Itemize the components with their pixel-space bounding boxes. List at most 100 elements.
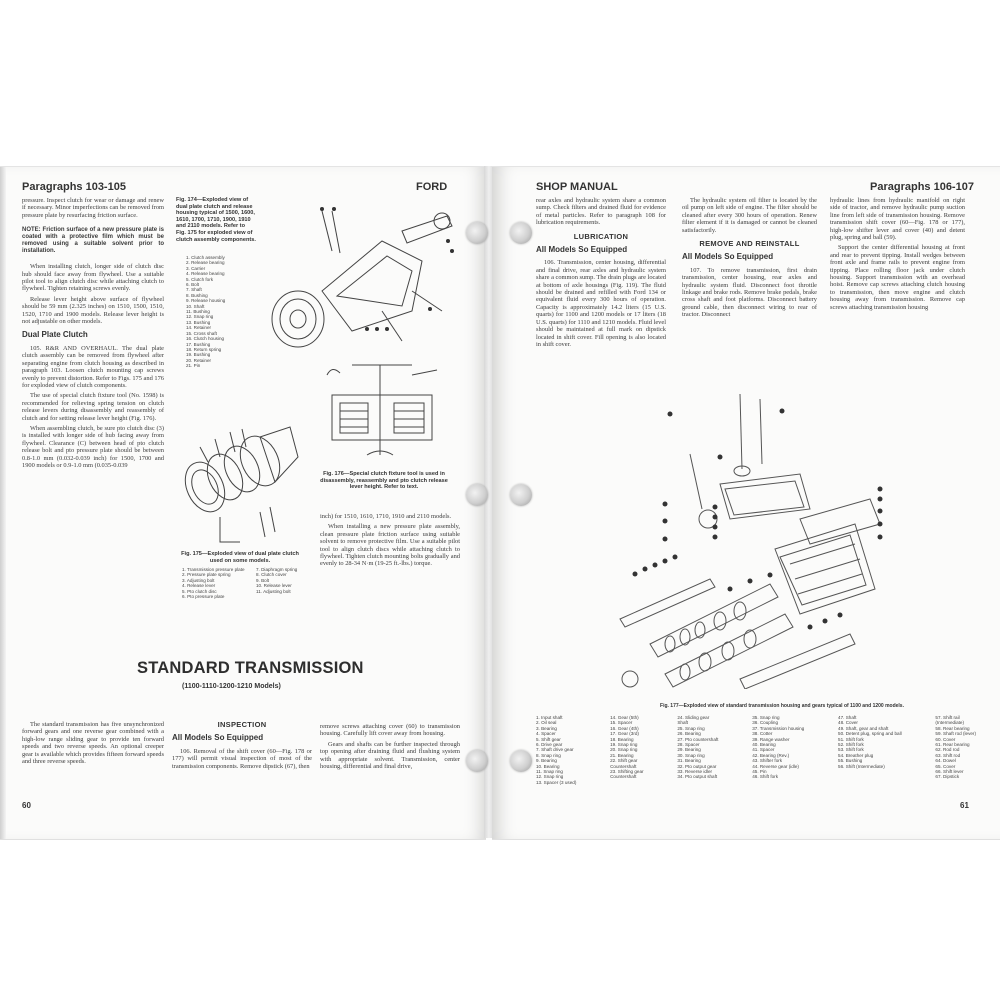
legend-item: 49. Shaft, gear and shaft [838,725,889,731]
legend-item: 42. Bearing (Rev.) [752,752,790,758]
legend-item: 51. Shift fork [838,736,864,742]
page-number: 61 [960,801,969,810]
legend-item: (Intermediate) [935,720,964,726]
legend-item: 6. Drive gear [536,742,563,748]
running-head-manual: SHOP MANUAL [536,181,618,193]
legend-item: 46. Shift fork [752,774,778,780]
legend-item: 38. Cotter [752,731,773,737]
legend-item: 50. Detent plug, spring and ball [838,731,902,737]
legend-item: 4. Release lever [182,583,216,589]
left-column-3: inch) for 1510, 1610, 1710, 1910 and 211… [320,513,460,571]
legend-item: Countershaft [610,774,637,780]
legend-item: 15. Spacer [610,720,633,726]
section-subtitle: (1100-1110-1200-1210 Models) [182,683,281,690]
paragraph: inch) for 1510, 1610, 1710, 1910 and 211… [320,513,452,520]
legend-item: 67. Dipstick [935,774,960,780]
legend-item: 32. Pto output gear [677,763,717,769]
legend-item: 33. Reverse idler [677,769,713,775]
paragraph: 106. Transmission, center housing, diffe… [536,259,666,348]
legend-item: 7. Diaphragm spring [256,567,298,572]
legend-item: 1. Input shaft [536,715,563,720]
legend-item: 63. Shift rod [935,752,961,758]
legend-item: 21. Bearing [610,752,634,758]
legend-item: 60. Cover [935,736,956,742]
legend-item: 23. Shifting gear [610,769,644,775]
legend-item: 16. Gear (4th) [610,725,639,731]
legend-item: 66. Shift lever [935,769,964,775]
right-column-3: hydraulic lines from hydraulic manifold … [830,197,965,314]
legend-item: 30. Snap ring [677,752,705,758]
legend-item: 8. Clutch cover [256,572,287,578]
legend-item: 1. Clutch assembly [186,255,225,260]
legend-item: 5. Pto clutch disc [182,588,217,594]
legend-item: 17. Gear (3rd) [610,731,639,737]
legend-item: 41. Spacer [752,747,775,753]
legend-item: 21. Pin [186,363,201,369]
paragraph: 107. To remove transmission, first drain… [682,266,817,319]
legend-item: 18. Return spring [186,346,222,352]
legend-item: 10. Release lever [256,583,292,589]
legend-item: 11. Snap ring [536,769,563,775]
paragraph: When installing a new pressure plate ass… [320,523,460,568]
legend-item: 19. Snap ring [610,742,638,748]
book-gutter [484,166,494,838]
legend-item: 54. Breather plug [838,752,874,758]
legend-item: 7. Shaft drive gear [536,747,574,753]
legend-item: 11. Bushing [186,309,210,315]
binder-hole [466,484,488,506]
legend-item: 18. Bearing [610,736,634,742]
subheading-dual-plate-clutch: Dual Plate Clutch [22,330,88,340]
legend-item: 35. Snap ring [752,715,780,720]
legend-item: 24. Sliding gear [677,715,710,720]
legend-item: 22. Shift gear [610,758,638,764]
running-head-right: Paragraphs 106-107 [870,181,974,193]
paragraph: 106. Removal of the shift cover (60—Fig.… [172,747,312,770]
legend-item: 7. Shaft [186,287,202,293]
legend-item: 17. Bushing [186,341,211,347]
legend-item: 61. Rear bearing [935,742,970,748]
legend-item: 2. Pressure plate spring [182,572,231,578]
paragraph: rear axles and hydraulic system share a … [536,197,666,227]
legend-item: 11. Adjusting bolt [256,588,291,594]
running-head-left: Paragraphs 103-105 [22,181,126,193]
legend-item: 4. Spacer [536,731,556,737]
paragraph: The standard transmission has five unsyn… [22,721,164,766]
legend-item: Countershaft [610,763,637,769]
legend-item: 44. Reverse gear (idle) [752,763,799,769]
legend-item: 3. Adjusting bolt [182,577,215,583]
legend-item: 4. Release bearing [186,271,225,277]
subheading-all-models: All Models So Equipped [536,245,628,255]
legend-item: 59. Shaft rod (lever) [935,731,976,737]
figure-caption-175: Fig. 175—Exploded view of dual plate clu… [181,551,299,564]
legend-item: 58. Rear bearing [935,725,970,731]
subheading-all-models: All Models So Equipped [682,252,774,262]
legend-item: 52. Shift fork [838,742,864,748]
legend-item: 43. Shifter fork [752,758,783,764]
legend-item: 45. Pin [752,769,767,775]
legend-item: 16. Clutch housing [186,336,225,342]
paragraph: When installing clutch, longer side of c… [22,263,164,293]
heading-remove-and-reinstall: REMOVE AND REINSTALL [699,239,800,249]
legend-item: 3. Bearing [536,725,557,731]
figure-176-clutch-fixture-tool-drawing [322,355,442,465]
paragraph: The use of special clutch fixture tool (… [22,392,164,422]
binder-hole [466,750,488,772]
heading-lubrication: LUBRICATION [573,231,629,241]
paragraph: When assembling clutch, be sure pto clut… [22,424,164,469]
legend-item: 3. Carrier [186,265,206,271]
legend-item: 13. Spacer (3 used) [536,779,577,785]
legend-item: 56. Shift (Intermediate) [838,763,885,769]
legend-item: 2. Release bearing [186,260,225,266]
legend-item: 8. Bushing [186,292,208,298]
figure-174-clutch-housing-drawing [262,201,462,351]
legend-item: 53. Shift fork [838,747,864,753]
legend-item: 9. Bolt [256,577,270,583]
inspection-column: INSPECTION All Models So Equipped 106. R… [172,715,312,773]
figure-177-transmission-exploded-drawing [610,389,910,690]
legend-item: 57. Shift rail [935,715,960,720]
legend-item: 1. Transmission pressure plate [182,567,245,572]
